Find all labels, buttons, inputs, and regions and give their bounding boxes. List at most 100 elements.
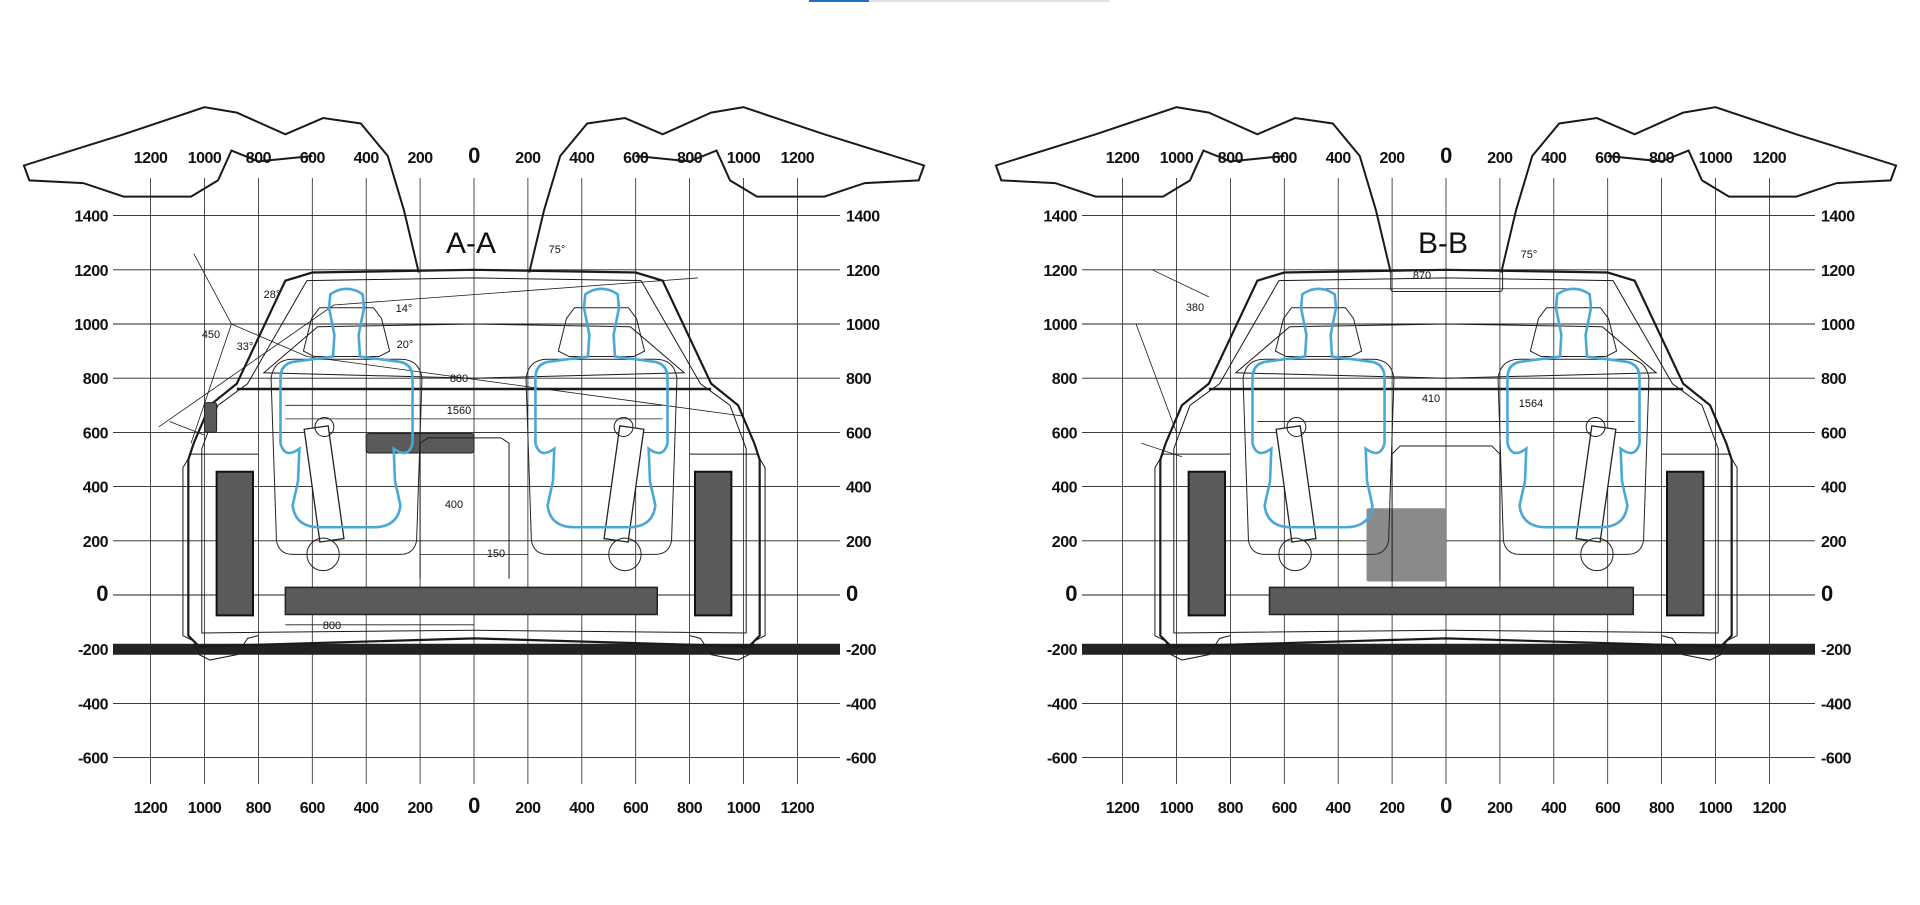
battery-pack — [1269, 587, 1633, 614]
x-tick-label-bottom: 1000 — [188, 800, 222, 817]
dimension-label: 400 — [445, 499, 463, 511]
x-tick-label-top: 1200 — [1106, 150, 1140, 167]
shock-mount — [1287, 417, 1306, 436]
seat-frame — [1498, 359, 1649, 554]
y-tick-label-left: 800 — [83, 371, 109, 388]
wheel-right — [695, 472, 731, 616]
dimension-label: 800 — [323, 620, 341, 632]
y-tick-label-left: 600 — [1052, 425, 1078, 442]
x-tick-label-bottom: 800 — [246, 800, 272, 817]
y-tick-label-left: 400 — [1052, 480, 1078, 497]
x-tick-label-top: 400 — [569, 150, 595, 167]
x-tick-label-top: 600 — [623, 150, 649, 167]
seat-left — [271, 289, 422, 555]
y-tick-label-left: 800 — [1052, 371, 1078, 388]
y-tick-label-right: 600 — [846, 425, 872, 442]
x-tick-label-bottom: 400 — [1326, 800, 1352, 817]
occupant-outline — [1507, 289, 1639, 527]
y-tick-label-left: 200 — [1052, 534, 1078, 551]
dimension-line — [169, 324, 231, 443]
dimension-label: 1560 — [447, 405, 471, 417]
x-tick-label-top: 600 — [1595, 150, 1621, 167]
y-tick-label-left: 1200 — [1043, 263, 1077, 280]
dimension-label: 20° — [397, 339, 414, 351]
x-tick-label-top: 1000 — [188, 150, 222, 167]
y-tick-label-right: 400 — [1821, 480, 1847, 497]
shock-absorber — [304, 426, 344, 542]
x-tick-label-bottom: 400 — [569, 800, 595, 817]
y-tick-label-right: 1000 — [1821, 317, 1855, 334]
y-tick-label-right: 400 — [846, 480, 872, 497]
dimension-label: 1564 — [1519, 398, 1543, 410]
y-tick-label-right: 0 — [1821, 581, 1833, 606]
y-tick-label-right: -600 — [1821, 751, 1852, 768]
x-tick-label-top: 0 — [1440, 143, 1452, 168]
gullwing-door-right — [529, 107, 924, 272]
seat-frame — [526, 359, 677, 554]
y-tick-label-left: 200 — [83, 534, 109, 551]
x-tick-label-top: 800 — [246, 150, 272, 167]
x-tick-label-bottom: 200 — [407, 800, 433, 817]
car-body-section — [24, 107, 924, 660]
y-tick-label-left: 1400 — [1043, 209, 1077, 226]
x-tick-label-top: 1000 — [727, 150, 761, 167]
x-tick-label-top: 1200 — [1753, 150, 1787, 167]
x-tick-label-bottom: 1000 — [1160, 800, 1194, 817]
y-tick-label-right: 1200 — [1821, 263, 1855, 280]
y-tick-label-right: 1400 — [1821, 209, 1855, 226]
y-tick-label-right: 600 — [1821, 425, 1847, 442]
shock-absorber — [1276, 426, 1316, 542]
headrest — [303, 308, 389, 357]
tunnel-outline — [420, 438, 509, 579]
dimension-label: 33° — [237, 341, 254, 353]
x-tick-label-bottom: 0 — [1440, 793, 1452, 818]
headrest — [558, 308, 644, 357]
x-tick-label-bottom: 1000 — [727, 800, 761, 817]
car-body-section — [996, 107, 1896, 660]
wheel-well — [1662, 454, 1737, 660]
top-progress-fill — [809, 0, 870, 2]
y-tick-label-left: 1200 — [74, 263, 108, 280]
y-tick-label-left: 1400 — [74, 209, 108, 226]
shock-absorber — [1576, 426, 1616, 542]
x-tick-label-bottom: 400 — [354, 800, 380, 817]
wheel-left — [217, 472, 253, 616]
body-outline — [188, 270, 759, 647]
dimension-label: 880 — [450, 373, 468, 385]
dimension-line — [1257, 289, 1634, 422]
section-panel-a-a: 1200120010001000800800600600400400200200… — [24, 107, 924, 818]
x-tick-label-top: 400 — [354, 150, 380, 167]
y-tick-label-left: 1000 — [1043, 317, 1077, 334]
x-tick-label-top: 0 — [468, 143, 480, 168]
y-tick-label-right: 800 — [846, 371, 872, 388]
shock-mount — [315, 417, 334, 436]
y-tick-label-left: 0 — [96, 581, 108, 606]
dimension-label: 14° — [396, 303, 413, 315]
y-tick-label-left: -600 — [1047, 751, 1078, 768]
wheel-right — [1667, 472, 1703, 616]
x-tick-label-top: 1000 — [1160, 150, 1194, 167]
y-tick-label-left: 600 — [83, 425, 109, 442]
wheel-well — [1155, 454, 1230, 660]
x-tick-label-top: 400 — [1326, 150, 1352, 167]
x-tick-label-bottom: 1200 — [1753, 800, 1787, 817]
y-tick-label-right: -200 — [846, 642, 877, 659]
x-tick-label-bottom: 200 — [515, 800, 541, 817]
x-tick-label-bottom: 600 — [1272, 800, 1298, 817]
x-tick-label-top: 1000 — [1699, 150, 1733, 167]
wheel-left — [1189, 472, 1225, 616]
battery-pack — [285, 587, 657, 614]
x-tick-label-bottom: 0 — [468, 793, 480, 818]
x-tick-label-top: 600 — [300, 150, 326, 167]
occupant-outline — [1252, 289, 1384, 527]
y-tick-label-right: 200 — [1821, 534, 1847, 551]
tunnel-outline — [1392, 446, 1500, 582]
x-tick-label-bottom: 800 — [1649, 800, 1675, 817]
x-tick-label-top: 600 — [1272, 150, 1298, 167]
shock-absorber — [604, 426, 644, 542]
dimension-label: 75° — [1521, 249, 1538, 261]
y-tick-label-right: 800 — [1821, 371, 1847, 388]
y-tick-label-left: 400 — [83, 480, 109, 497]
headrest — [1530, 308, 1616, 357]
